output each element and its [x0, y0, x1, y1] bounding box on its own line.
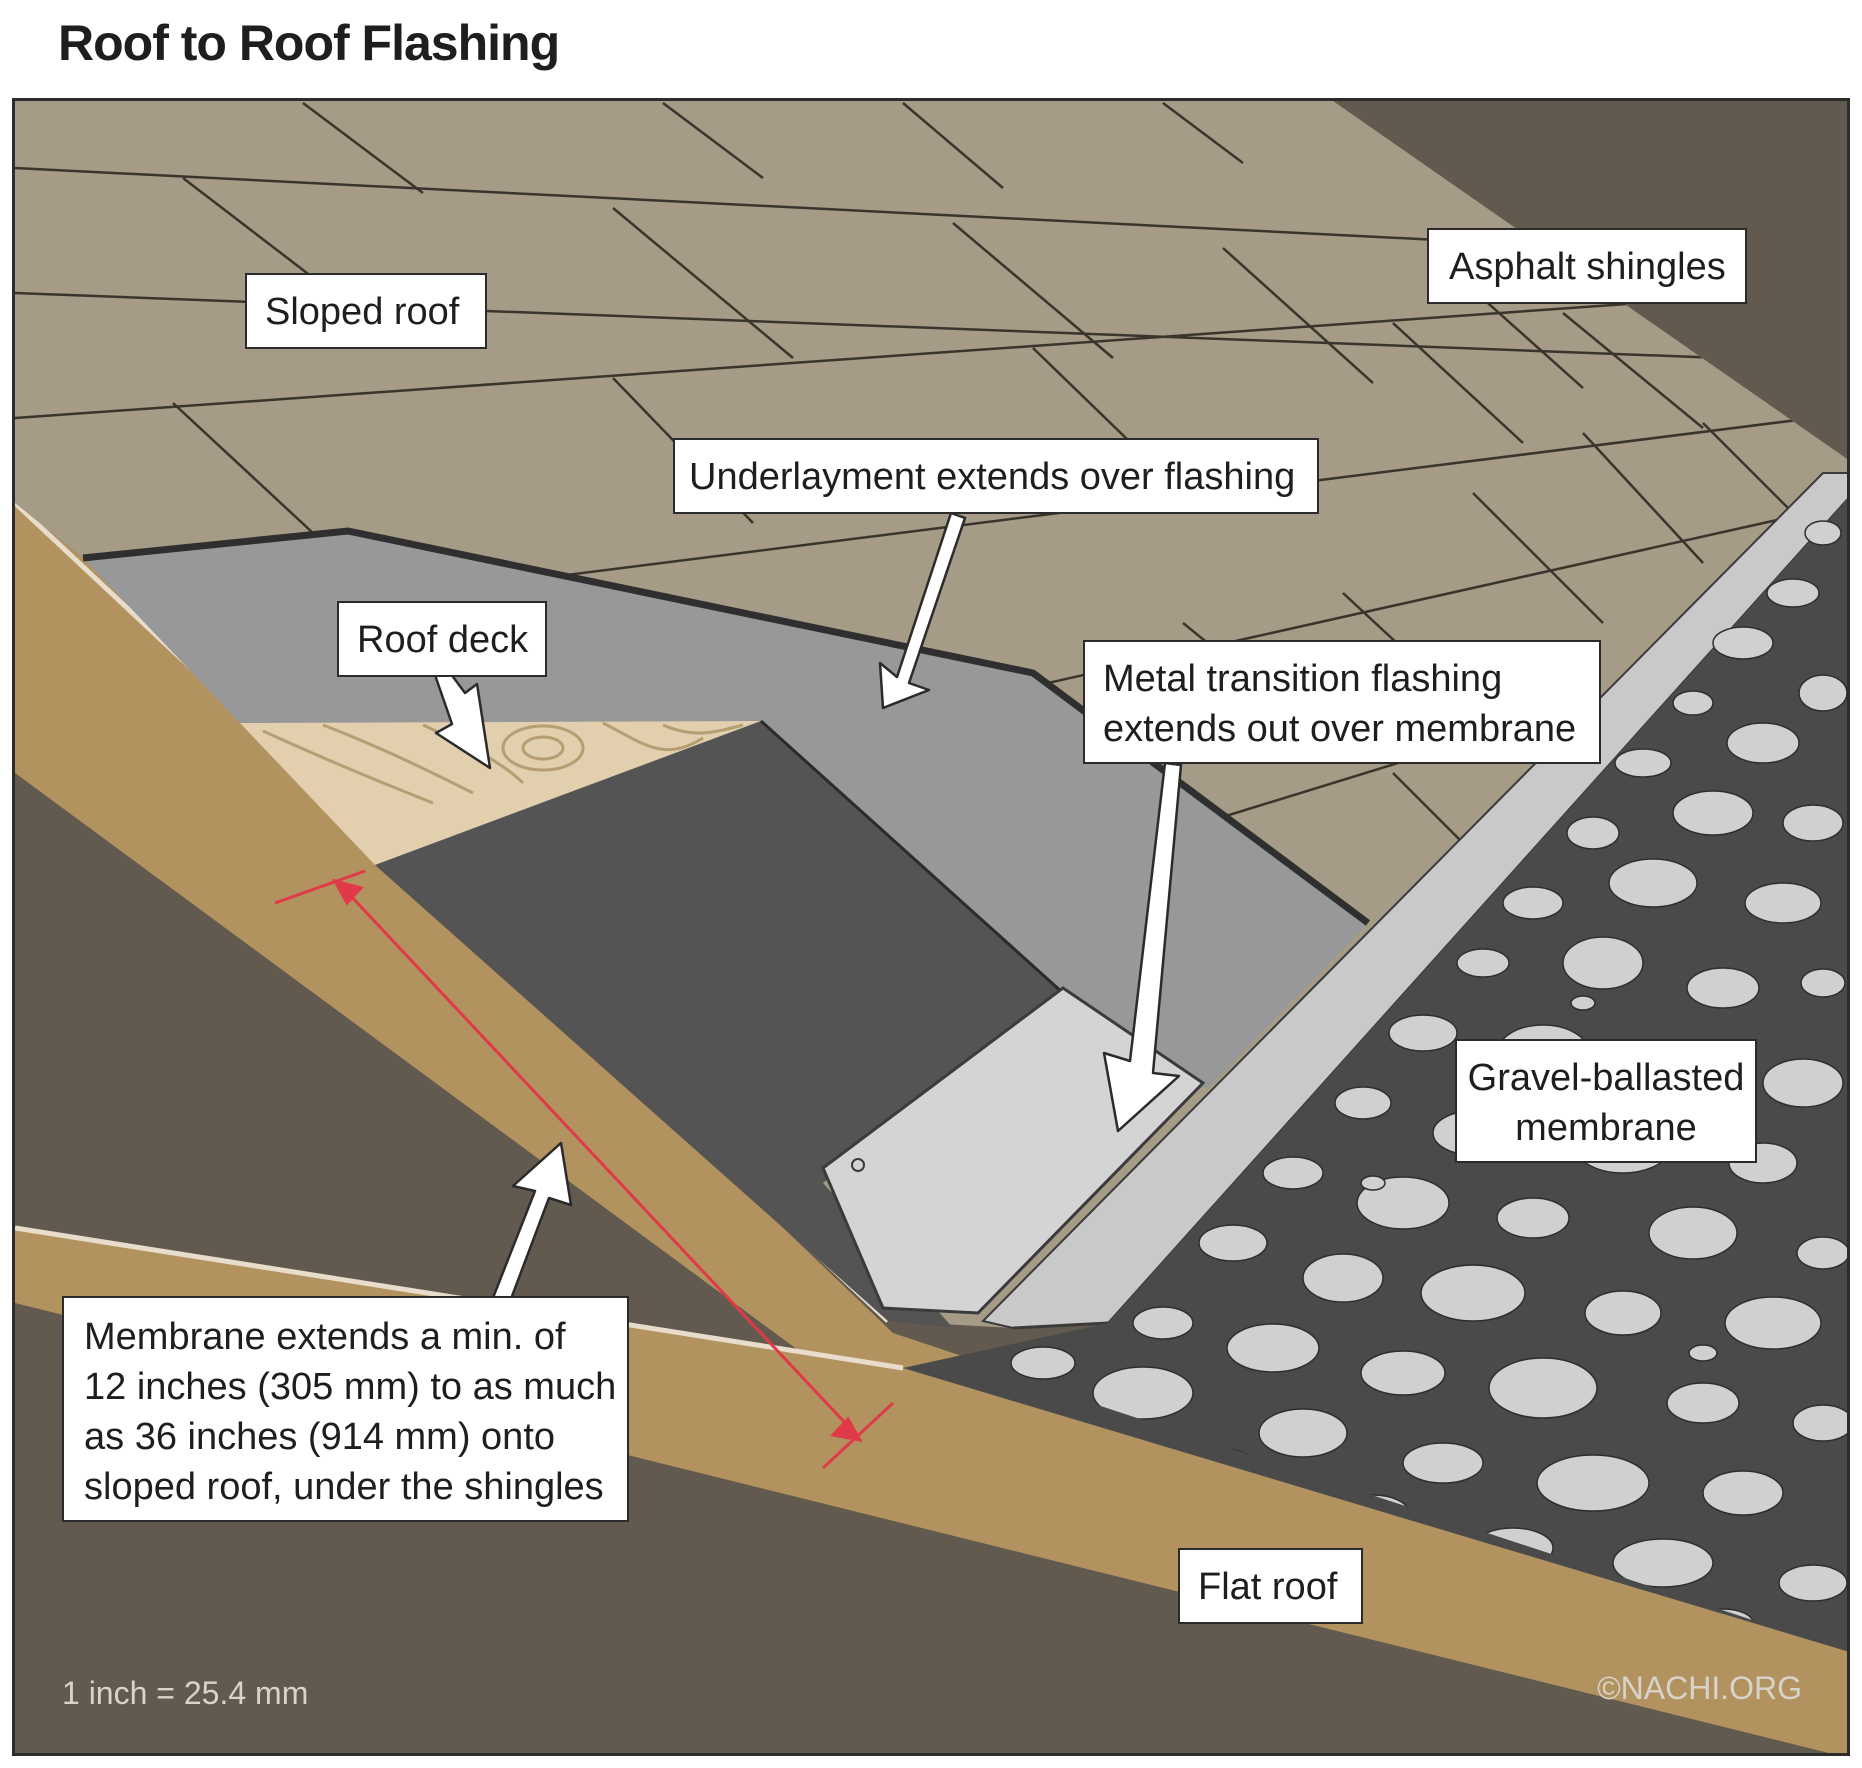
dimension-marker	[274, 869, 895, 1470]
page-title: Roof to Roof Flashing	[58, 15, 560, 71]
roof-deck-label: Roof deck	[337, 601, 547, 677]
flashing-fastener	[851, 1158, 865, 1172]
gravel-membrane-label: Gravel-ballasted membrane	[1455, 1039, 1757, 1163]
metal-flashing-text-2: extends out over membrane	[1103, 708, 1577, 750]
underlayment-text: Underlayment extends over flashing	[689, 456, 1296, 498]
gravel-text-1: Gravel-ballasted	[1467, 1057, 1745, 1099]
sloped-roof-label: Sloped roof	[245, 273, 487, 349]
membrane-text-3: as 36 inches (914 mm) onto	[84, 1416, 556, 1458]
unit-conversion-note: 1 inch = 25.4 mm	[62, 1675, 309, 1711]
flashing-lip	[1012, 1321, 1109, 1330]
metal-flashing-label: Metal transition flashing extends out ov…	[1083, 640, 1601, 764]
underlayment-arrow	[878, 511, 967, 710]
underlayment-edge	[82, 527, 1371, 926]
gravel-ballast-area	[903, 499, 1847, 1652]
callout-arrows	[433, 511, 1183, 1322]
sloped-roof-text: Sloped roof	[265, 291, 460, 333]
flat-roof-text: Flat roof	[1198, 1566, 1338, 1608]
metal-flashing-text-1: Metal transition flashing	[1103, 658, 1503, 700]
asphalt-shingles-text: Asphalt shingles	[1449, 246, 1726, 288]
membrane-text-2: 12 inches (305 mm) to as much	[84, 1366, 617, 1408]
membrane-edge	[759, 719, 1065, 995]
underlayment-label: Underlayment extends over flashing	[673, 438, 1319, 514]
membrane-layer	[375, 721, 1063, 1328]
asphalt-shingles-label: Asphalt shingles	[1427, 228, 1747, 304]
metal-flashing-arrow	[1102, 761, 1183, 1133]
copyright-credit: ©NACHI.ORG	[1597, 1670, 1802, 1706]
membrane-text-4: sloped roof, under the shingles	[84, 1466, 604, 1508]
roof-deck-text: Roof deck	[357, 619, 529, 661]
membrane-extent-label: Membrane extends a min. of 12 inches (30…	[62, 1296, 629, 1522]
wood-grain	[262, 721, 744, 805]
flat-roof-label: Flat roof	[1178, 1548, 1363, 1624]
gravel-text-2: membrane	[1515, 1107, 1697, 1149]
roof-deck-plywood	[240, 721, 761, 865]
membrane-text-1: Membrane extends a min. of	[84, 1316, 566, 1358]
